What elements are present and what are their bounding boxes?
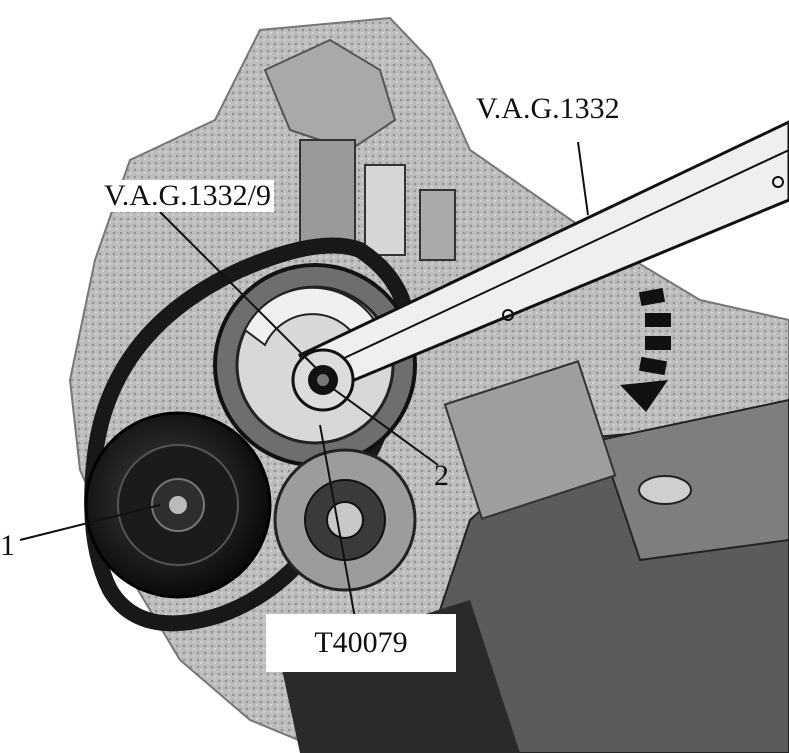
wrench-adapter [291,348,355,412]
wrench-label: V.A.G.1332 [473,93,623,125]
pulley-label: 1 [0,529,15,562]
nut-label: 2 [434,459,449,492]
holder-label: T40079 [266,614,456,672]
leader-wrench [577,141,589,216]
leader-adapter [159,211,319,371]
leader-holder [319,424,356,619]
leader-pulley [19,504,161,541]
crankshaft-pulley [84,411,272,599]
leader-lines [19,141,589,619]
intermediate-gear [273,448,417,592]
leader-nut [327,384,439,466]
rotation-arrow-icon [620,288,671,412]
adapter-label: V.A.G.1332/9 [101,180,274,212]
